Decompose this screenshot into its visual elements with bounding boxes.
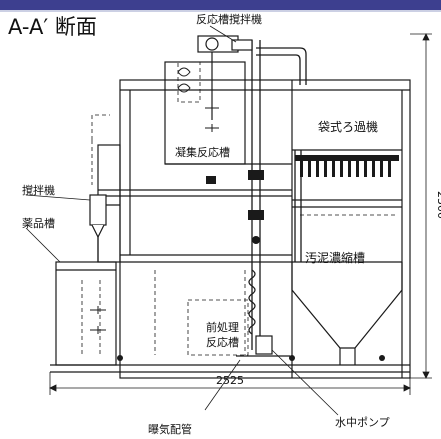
- dimension-lines: [49, 33, 432, 395]
- header-accent-bar: [0, 0, 441, 10]
- label-bag-filter: 袋式ろ過機: [318, 119, 378, 134]
- label-coagulation-tank: 凝集反応槽: [175, 145, 230, 159]
- dimension-width: 2525: [216, 374, 244, 387]
- agitator-motor: [89, 194, 107, 262]
- label-aeration-pipe: 曝気配管: [148, 422, 192, 436]
- aeration-coil: [248, 269, 256, 335]
- bag-filter-elements: [295, 155, 399, 177]
- drain-valves: [117, 355, 385, 361]
- label-pretreatment-line2: 反応槽: [206, 335, 239, 349]
- leader-lines: [25, 25, 339, 416]
- piping: [251, 40, 307, 350]
- pipe-valves: [206, 170, 264, 244]
- hidden-lines: [81, 61, 395, 356]
- label-reaction-mixer: 反応槽撹拌機: [196, 12, 262, 26]
- section-title: A-A′ 断面: [8, 15, 97, 39]
- label-submersible-pump: 水中ポンプ: [335, 416, 390, 429]
- label-chemical-tank: 薬品槽: [22, 217, 55, 230]
- impeller-symbols: [90, 67, 219, 334]
- submersible-pump-body: [236, 335, 290, 357]
- reaction-mixer-motor: [197, 35, 253, 120]
- label-sludge-thickener: 汚泥濃縮槽: [305, 250, 365, 265]
- dimension-height: 2500: [435, 191, 441, 219]
- label-pretreatment-line1: 前処理: [206, 320, 239, 334]
- label-agitator: 撹拌機: [22, 183, 55, 197]
